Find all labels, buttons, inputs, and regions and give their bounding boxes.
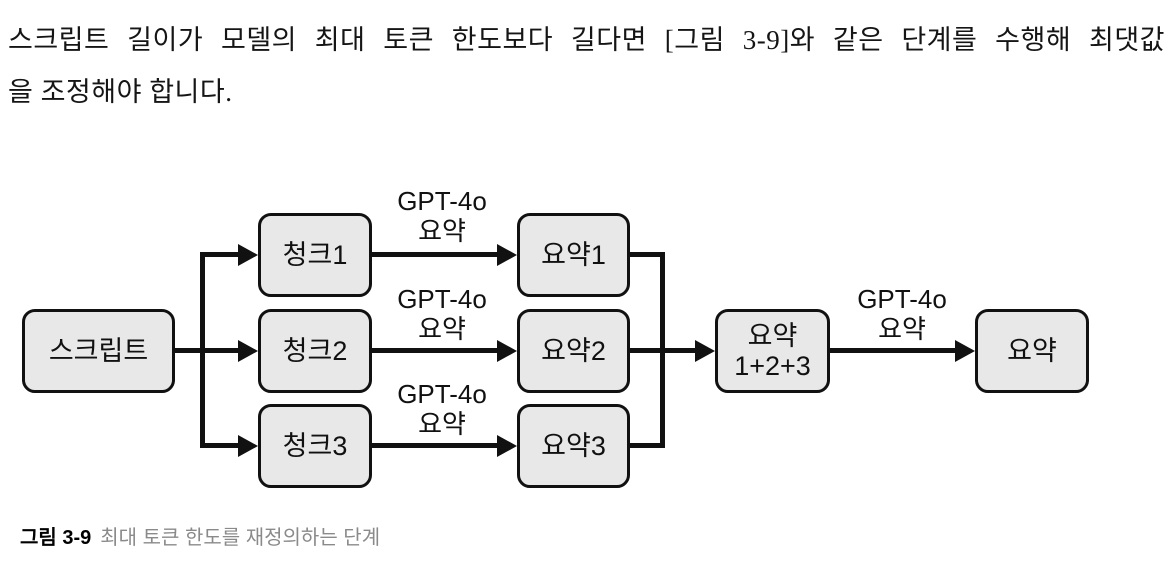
connector-script-out <box>175 348 238 353</box>
arrow-head-icon <box>695 340 715 362</box>
paragraph-line-1: 스크립트 길이가 모델의 최대 토큰 한도보다 길다면 [그림 3-9]와 같은… <box>8 25 1165 55</box>
node-summary-3-label: 요약3 <box>541 431 606 461</box>
edge-label-model: GPT-4o <box>397 379 487 409</box>
arrow-head-icon <box>497 244 517 266</box>
node-final-summary: 요약 <box>975 309 1089 393</box>
edge-label-chunk2: GPT-4o 요약 <box>357 284 527 344</box>
edge-label-final: GPT-4o 요약 <box>817 284 987 344</box>
figure-caption-text: 최대 토큰 한도를 재정의하는 단계 <box>100 527 381 549</box>
edge-label-chunk3: GPT-4o 요약 <box>357 379 527 439</box>
connector-to-chunk-1 <box>200 252 238 257</box>
node-summary-1-label: 요약1 <box>541 240 606 270</box>
node-chunk-2: 청크2 <box>258 309 372 393</box>
connector-chunk2-summary2 <box>372 348 497 353</box>
arrow-head-icon <box>955 340 975 362</box>
edge-label-model: GPT-4o <box>397 284 487 314</box>
arrow-head-icon <box>238 340 258 362</box>
connector-combined-final <box>830 348 955 353</box>
node-summary-2: 요약2 <box>517 309 630 393</box>
edge-label-action: 요약 <box>418 314 466 344</box>
node-combined-summary-label-line-2: 1+2+3 <box>734 351 811 381</box>
arrow-head-icon <box>238 435 258 457</box>
edge-label-action: 요약 <box>418 216 466 246</box>
node-summary-2-label: 요약2 <box>541 336 606 366</box>
figure-caption: 그림 3-9 최대 토큰 한도를 재정의하는 단계 <box>20 526 380 550</box>
node-combined-summary: 요약 1+2+3 <box>715 309 830 393</box>
connector-to-chunk-3 <box>200 443 238 448</box>
node-combined-summary-label-line-1: 요약 <box>747 321 798 351</box>
connector-chunk1-summary1 <box>372 252 497 257</box>
node-chunk-3-label: 청크3 <box>282 431 348 461</box>
arrow-head-icon <box>238 244 258 266</box>
edge-label-model: GPT-4o <box>857 284 947 314</box>
node-script: 스크립트 <box>22 309 175 393</box>
edge-label-action: 요약 <box>418 409 466 439</box>
node-final-summary-label: 요약 <box>1007 336 1057 366</box>
connector-fanout-trunk <box>200 252 205 448</box>
node-summary-3: 요약3 <box>517 404 630 488</box>
node-chunk-2-label: 청크2 <box>282 336 348 366</box>
arrow-head-icon <box>497 435 517 457</box>
paragraph-line-2: 을 조정해야 합니다. <box>8 77 233 107</box>
node-chunk-1: 청크1 <box>258 213 372 297</box>
node-chunk-1-label: 청크1 <box>282 240 348 270</box>
connector-to-combined <box>630 348 695 353</box>
figure-caption-number: 그림 3-9 <box>20 527 92 549</box>
connector-chunk3-summary3 <box>372 443 497 448</box>
node-summary-1: 요약1 <box>517 213 630 297</box>
edge-label-model: GPT-4o <box>397 186 487 216</box>
page-paragraph: 스크립트 길이가 모델의 최대 토큰 한도보다 길다면 [그림 3-9]와 같은… <box>8 14 1165 118</box>
connector-summary3-out <box>630 443 665 448</box>
connector-summary1-out <box>630 252 665 257</box>
node-chunk-3: 청크3 <box>258 404 372 488</box>
edge-label-action: 요약 <box>878 314 926 344</box>
node-script-label: 스크립트 <box>48 336 149 366</box>
edge-label-chunk1: GPT-4o 요약 <box>357 186 527 246</box>
arrow-head-icon <box>497 340 517 362</box>
